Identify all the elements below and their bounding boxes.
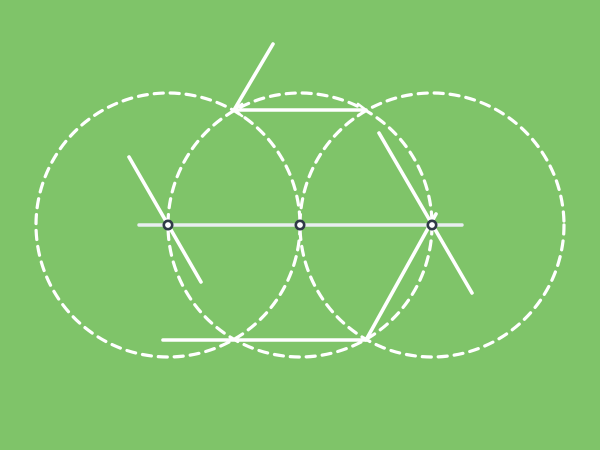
segment-top-left-diagonal	[232, 42, 275, 112]
center-nodes	[162, 219, 438, 231]
top-segment-tips	[232, 102, 368, 118]
tip-right	[356, 102, 368, 118]
segment-left-diagonal	[127, 155, 203, 284]
hexagon-segments	[127, 42, 474, 342]
segment-right-lower-diagonal	[364, 212, 438, 342]
node-center	[294, 219, 306, 231]
tip-left	[232, 102, 244, 118]
segment-right-upper-diagonal	[377, 131, 474, 295]
node-left	[162, 219, 174, 231]
node-right	[426, 219, 438, 231]
